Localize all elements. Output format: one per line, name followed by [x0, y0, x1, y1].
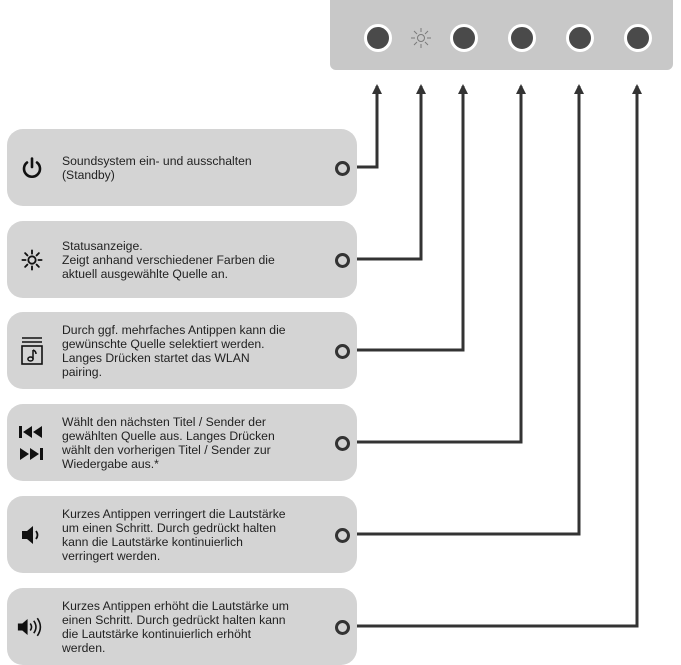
connector-volume-up — [341, 84, 642, 628]
connector-dot — [335, 436, 350, 451]
connector-dot — [335, 528, 350, 543]
callout-status: Statusanzeige. Zeigt anhand verschiedene… — [7, 221, 357, 298]
connector-dot — [335, 253, 350, 268]
callout-power: Soundsystem ein- und ausschalten (Standb… — [7, 129, 357, 206]
connector-track — [341, 84, 526, 444]
power-icon — [17, 129, 47, 206]
power-button[interactable] — [364, 24, 392, 52]
track-button[interactable] — [508, 24, 536, 52]
callout-text: Kurzes Antippen verringert die Lautstärk… — [62, 506, 286, 563]
callout-text: Statusanzeige. Zeigt anhand verschiedene… — [62, 238, 275, 281]
connector-source — [341, 84, 468, 352]
source-button[interactable] — [450, 24, 478, 52]
music-source-icon — [17, 312, 47, 389]
connector-dot — [335, 161, 350, 176]
connector-dot — [335, 620, 350, 635]
callout-text: Durch ggf. mehrfaches Antippen kann die … — [62, 322, 286, 379]
callout-volume-up: Kurzes Antippen erhöht die Lautstärke um… — [7, 588, 357, 665]
status-led-icon — [409, 26, 433, 50]
volume-up-icon — [17, 588, 47, 665]
connector-dot — [335, 344, 350, 359]
volume-up-button[interactable] — [624, 24, 652, 52]
device-panel — [330, 0, 673, 70]
connector-volume-down — [341, 84, 584, 536]
callout-track: Wählt den nächsten Titel / Sender der ge… — [7, 404, 357, 481]
callout-text: Soundsystem ein- und ausschalten (Standb… — [62, 153, 252, 182]
volume-down-button[interactable] — [566, 24, 594, 52]
callout-volume-down: Kurzes Antippen verringert die Lautstärk… — [7, 496, 357, 573]
sun-status-icon — [17, 221, 47, 298]
callout-text: Kurzes Antippen erhöht die Lautstärke um… — [62, 598, 289, 655]
connector-status — [341, 84, 426, 261]
callout-text: Wählt den nächsten Titel / Sender der ge… — [62, 414, 275, 471]
volume-down-icon — [17, 496, 47, 573]
skip-track-icon — [17, 404, 47, 481]
callout-source: Durch ggf. mehrfaches Antippen kann die … — [7, 312, 357, 389]
